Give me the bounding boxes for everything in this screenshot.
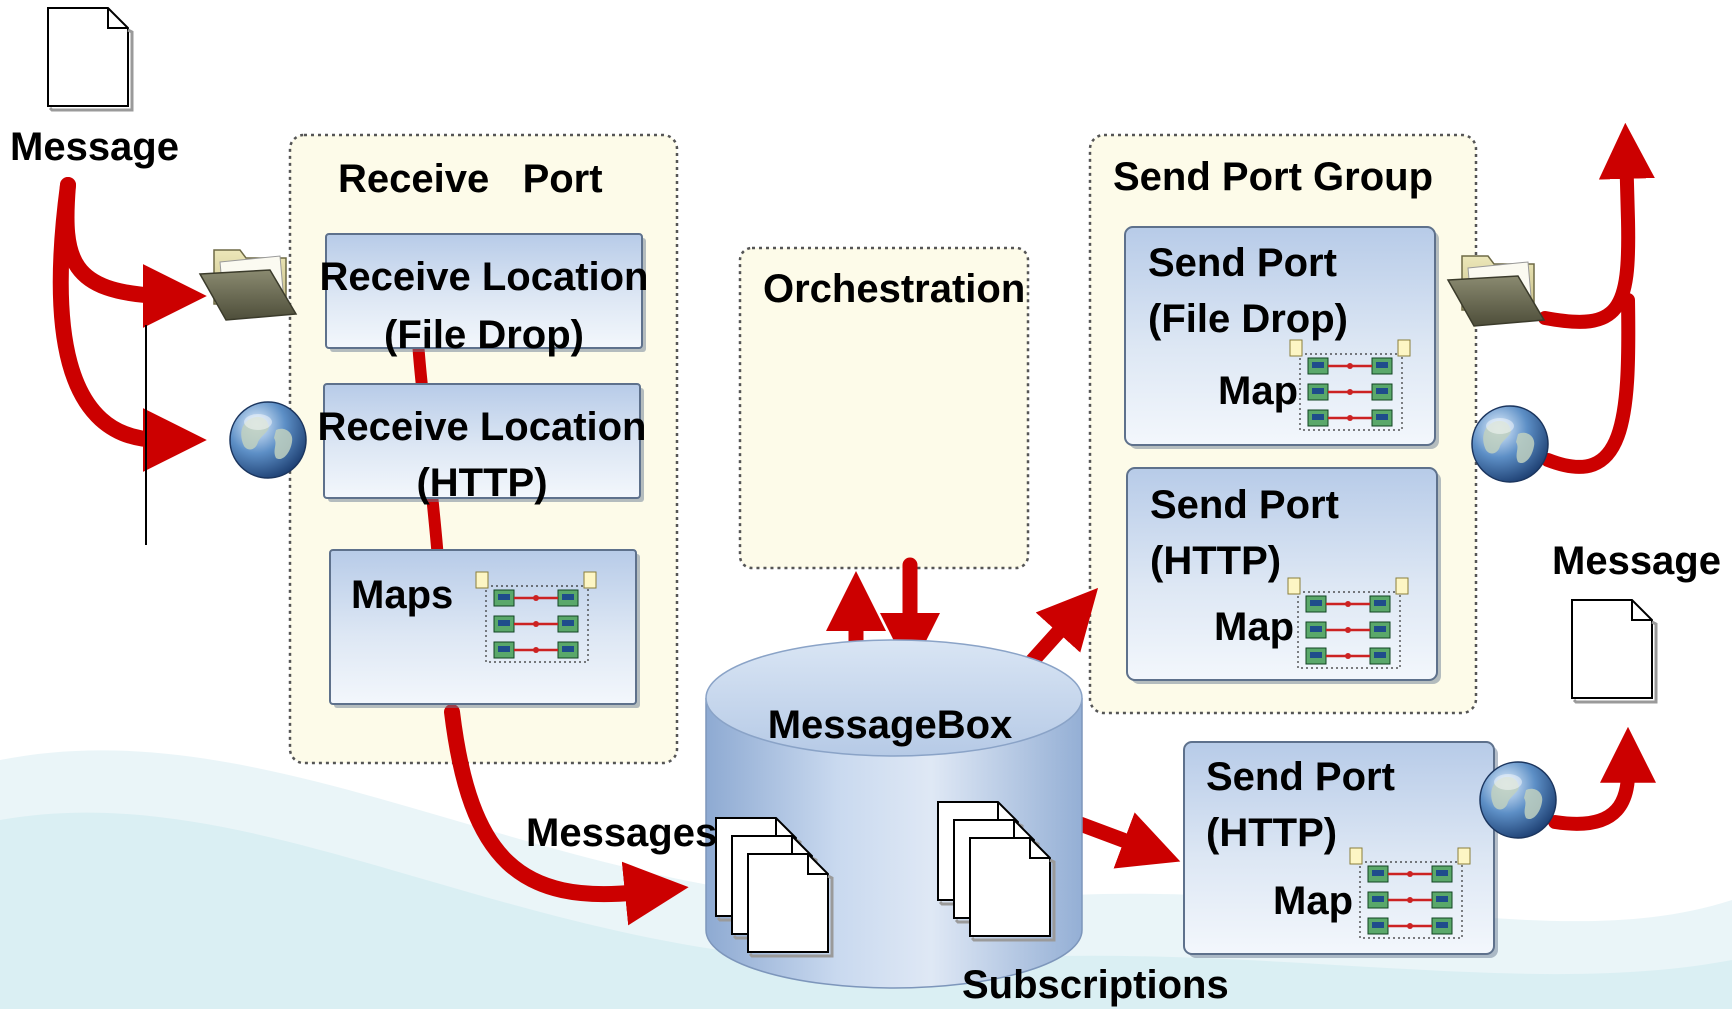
receive-location-file-drop-label-2: (File Drop) bbox=[384, 313, 584, 357]
maps-label: Maps bbox=[351, 573, 453, 617]
messages-label: Messages bbox=[526, 811, 717, 855]
incoming-message: Message bbox=[10, 6, 179, 169]
receive-location-file-drop-label-1: Receive Location bbox=[319, 255, 648, 299]
globe-icon bbox=[229, 401, 307, 479]
send-port-http-standalone-map-label: Map bbox=[1273, 879, 1353, 923]
send-port-http-grouped-label-1: Send Port bbox=[1150, 483, 1339, 527]
send-port-group-title: Send Port Group bbox=[1113, 155, 1433, 199]
receive-port-title: Receive Port bbox=[338, 157, 603, 201]
receive-location-file-drop[interactable]: Receive Location (File Drop) bbox=[319, 233, 649, 357]
send-port-http-grouped-label-2: (HTTP) bbox=[1150, 539, 1281, 583]
outgoing-message-label: Message bbox=[1552, 539, 1721, 583]
send-port-http-grouped[interactable]: Send Port (HTTP) Map bbox=[1126, 467, 1441, 684]
receive-location-http-label-2: (HTTP) bbox=[416, 461, 547, 505]
arrow-maps-to-messages bbox=[444, 704, 689, 926]
outgoing-message: Message bbox=[1552, 539, 1721, 704]
messagebox-label: MessageBox bbox=[768, 703, 1013, 747]
send-port-http-standalone-label-2: (HTTP) bbox=[1206, 811, 1337, 855]
send-port-file-drop[interactable]: Send Port (File Drop) Map bbox=[1124, 226, 1439, 449]
receive-location-http-label-1: Receive Location bbox=[317, 405, 646, 449]
send-port-file-drop-map-label: Map bbox=[1218, 369, 1298, 413]
send-port-file-drop-label-2: (File Drop) bbox=[1148, 297, 1348, 341]
incoming-message-label: Message bbox=[10, 125, 179, 169]
subscriptions-label: Subscriptions bbox=[962, 963, 1229, 1007]
arrow-message-to-http bbox=[52, 177, 207, 472]
globe-icon bbox=[1479, 761, 1557, 839]
arrow-send-port-to-message bbox=[1548, 726, 1656, 831]
background-wave-2 bbox=[0, 812, 1732, 1009]
receive-location-http[interactable]: Receive Location (HTTP) bbox=[317, 383, 647, 505]
document-icon bbox=[1570, 598, 1658, 704]
globe-icon bbox=[1471, 405, 1549, 483]
document-icon bbox=[46, 6, 134, 112]
send-port-http-grouped-map-label: Map bbox=[1214, 605, 1294, 649]
send-port-http-standalone[interactable]: Send Port (HTTP) Map bbox=[1183, 741, 1498, 958]
orchestration-group: Orchestration bbox=[738, 246, 1030, 570]
arrow-file-drop-out bbox=[1538, 122, 1655, 329]
arrow-http-out bbox=[1541, 293, 1636, 474]
orchestration-title: Orchestration bbox=[763, 267, 1025, 311]
maps-box[interactable]: Maps bbox=[329, 549, 640, 708]
send-port-http-standalone-label-1: Send Port bbox=[1206, 755, 1395, 799]
send-port-file-drop-label-1: Send Port bbox=[1148, 241, 1337, 285]
